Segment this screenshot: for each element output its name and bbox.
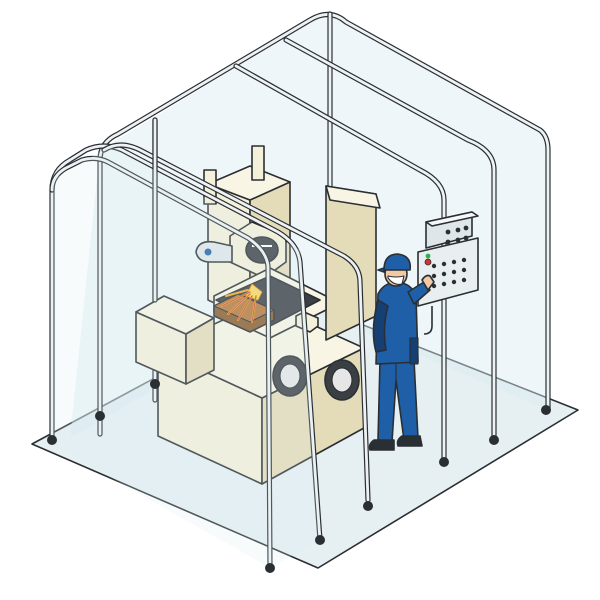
spark-icon [221, 283, 263, 323]
worker [368, 253, 435, 451]
control-panel [417, 211, 479, 335]
grinding-machine [135, 145, 381, 485]
enclosure-front-film [52, 146, 320, 568]
enclosure-front-frame [49, 117, 371, 571]
caster-wheel [47, 379, 551, 573]
enclosure-back-frame [97, 11, 551, 461]
